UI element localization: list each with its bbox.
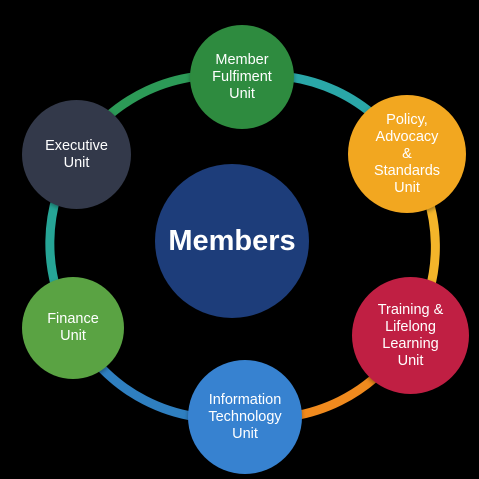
training-lifelong-learning-unit-label: Training & Lifelong Learning Unit — [377, 301, 444, 369]
member-fulfilment-unit-circle: Member Fulfiment Unit — [190, 25, 294, 129]
policy-advocacy-standards-unit-label: Policy, Advocacy & Standards Unit — [373, 111, 441, 196]
members-label: Members — [168, 224, 296, 257]
finance-unit-circle: Finance Unit — [22, 277, 124, 379]
information-technology-unit-label: Information Technology Unit — [208, 391, 282, 442]
executive-unit-circle: Executive Unit — [22, 100, 131, 209]
executive-unit-label: Executive Unit — [45, 137, 108, 171]
members-center-circle: Members — [155, 164, 309, 318]
policy-advocacy-standards-unit-circle: Policy, Advocacy & Standards Unit — [348, 95, 466, 213]
training-lifelong-learning-unit-circle: Training & Lifelong Learning Unit — [352, 277, 469, 394]
information-technology-unit-circle: Information Technology Unit — [188, 360, 302, 474]
member-fulfilment-unit-label: Member Fulfiment Unit — [212, 51, 272, 102]
finance-unit-label: Finance Unit — [47, 311, 99, 344]
